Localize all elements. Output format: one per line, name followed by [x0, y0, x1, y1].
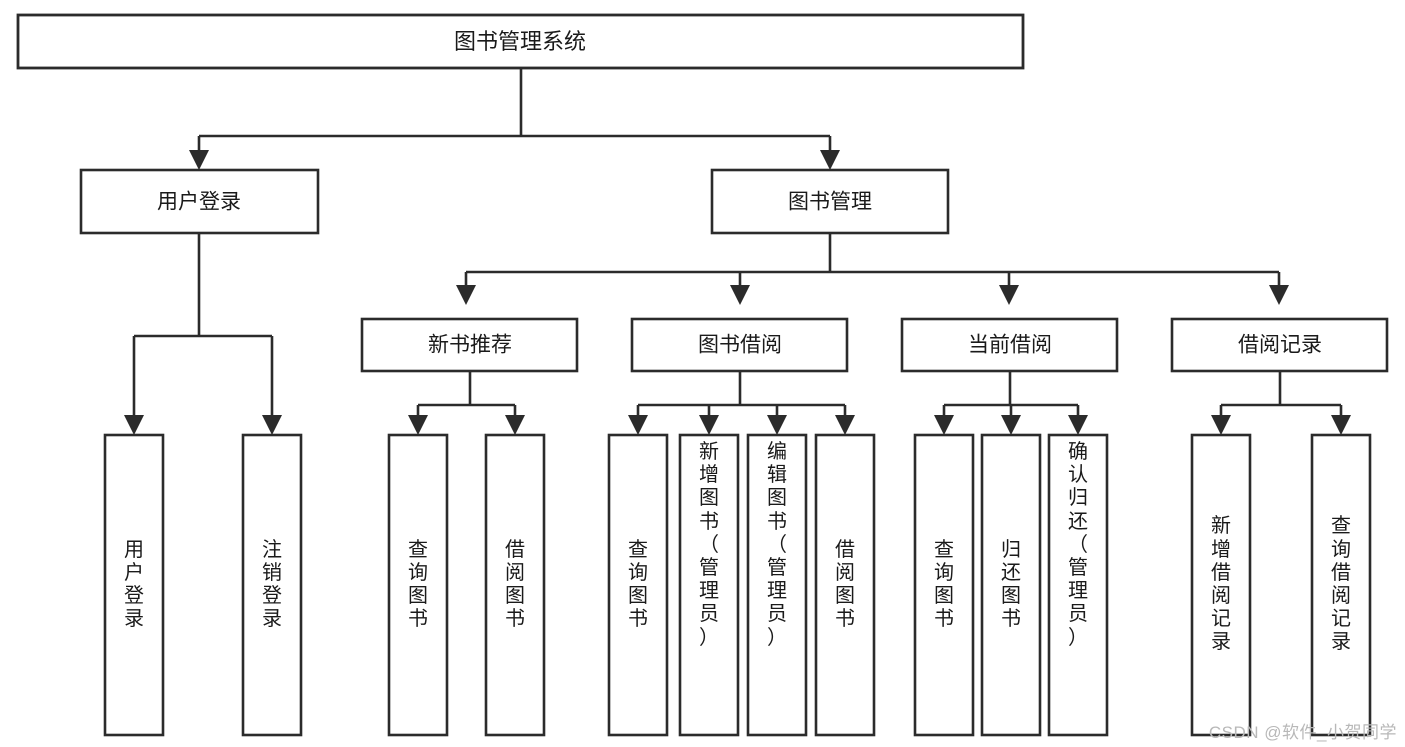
- leaf-box-user-login[interactable]: [103, 433, 165, 737]
- arrow-head-icon: [628, 415, 648, 435]
- arrow-head-icon: [456, 285, 476, 305]
- connector-new-book-recommend-to-leaves: [408, 371, 525, 435]
- arrow-head-icon: [699, 415, 719, 435]
- connector-borrow-record-to-leaves: [1211, 371, 1351, 435]
- arrow-head-icon: [767, 415, 787, 435]
- node-user-login-label: 用户登录: [157, 191, 241, 214]
- node-new-book-recommend-box[interactable]: [360, 317, 579, 373]
- leaf-box-edit-book-admin[interactable]: [746, 433, 808, 737]
- node-current-borrow-label: 当前借阅: [968, 334, 1052, 357]
- arrow-head-icon: [934, 415, 954, 435]
- node-new-book-recommend-label: 新书推荐: [428, 334, 512, 357]
- arrow-head-icon: [1068, 415, 1088, 435]
- arrow-head-icon: [820, 150, 840, 170]
- arrow-head-icon: [1211, 415, 1231, 435]
- arrow-head-icon: [999, 285, 1019, 305]
- leaf-box-borrow-book-rec[interactable]: [484, 433, 546, 737]
- connector-user-login-to-leaves: [124, 233, 282, 435]
- leaf-box-logout[interactable]: [241, 433, 303, 737]
- arrow-head-icon: [1269, 285, 1289, 305]
- node-current-borrow-box[interactable]: [900, 317, 1119, 373]
- leaf-box-borrow-book[interactable]: [814, 433, 876, 737]
- csdn-watermark: CSDN @软件_小贺同学: [1208, 723, 1397, 742]
- leaf-box-return-book[interactable]: [980, 433, 1042, 737]
- leaf-box-query-book-borrow[interactable]: [607, 433, 669, 737]
- connector-current-borrow-to-leaves: [934, 371, 1088, 435]
- arrow-head-icon: [1001, 415, 1021, 435]
- arrow-head-icon: [835, 415, 855, 435]
- connector-book-borrow-to-leaves: [628, 371, 855, 435]
- arrow-head-icon: [505, 415, 525, 435]
- arrow-head-icon: [124, 415, 144, 435]
- arrow-head-icon: [262, 415, 282, 435]
- leaf-box-confirm-return-admin[interactable]: [1047, 433, 1109, 737]
- node-book-management-label: 图书管理: [788, 191, 872, 214]
- leaf-box-add-book-admin[interactable]: [678, 433, 740, 737]
- node-book-borrow[interactable]: 图书借阅: [630, 317, 849, 373]
- node-borrow-record[interactable]: 借阅记录: [1170, 317, 1389, 373]
- connector-root-to-level2: [189, 68, 840, 170]
- node-root[interactable]: 图书管理系统: [16, 13, 1025, 70]
- connector-book-management-to-level3: [456, 233, 1289, 305]
- arrow-head-icon: [730, 285, 750, 305]
- node-current-borrow[interactable]: 当前借阅: [900, 317, 1119, 373]
- arrow-head-icon: [189, 150, 209, 170]
- node-user-login[interactable]: 用户登录: [79, 168, 320, 235]
- node-book-borrow-label: 图书借阅: [698, 334, 782, 357]
- leaf-box-query-borrow-record[interactable]: [1310, 433, 1372, 737]
- leaf-box-query-book-rec[interactable]: [387, 433, 449, 737]
- node-root-label: 图书管理系统: [454, 29, 586, 54]
- node-borrow-record-label: 借阅记录: [1238, 334, 1322, 357]
- arrow-head-icon: [408, 415, 428, 435]
- node-book-management[interactable]: 图书管理: [710, 168, 950, 235]
- node-user-login-box[interactable]: [79, 168, 320, 235]
- leaf-boxes-group: [103, 433, 1372, 737]
- arrow-head-icon: [1331, 415, 1351, 435]
- leaf-box-query-book-current[interactable]: [913, 433, 975, 737]
- node-new-book-recommend[interactable]: 新书推荐: [360, 317, 579, 373]
- leaf-box-add-borrow-record[interactable]: [1190, 433, 1252, 737]
- node-root-box[interactable]: [16, 13, 1025, 70]
